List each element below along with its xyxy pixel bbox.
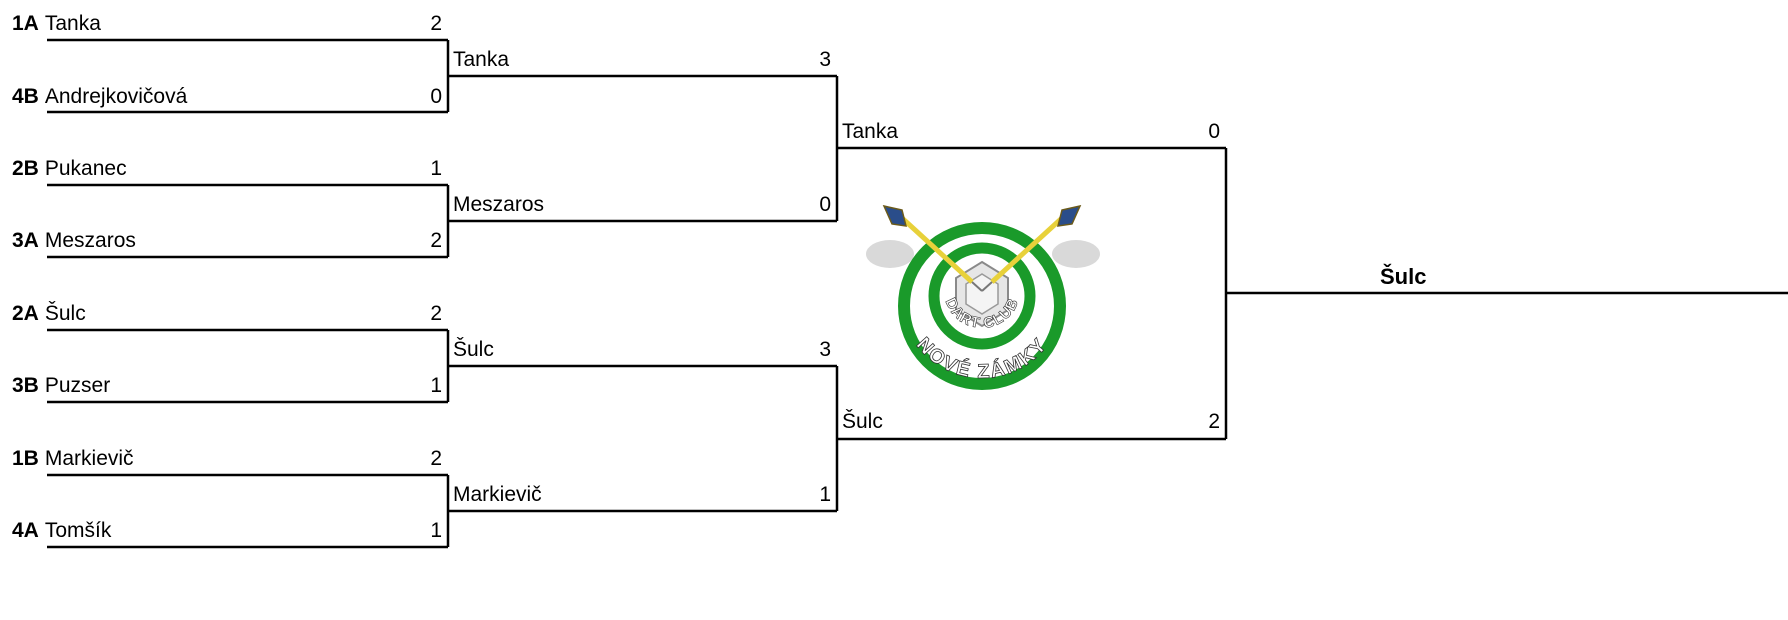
r3-score-2: 2 [1208, 410, 1220, 433]
r1-score-5: 2 [430, 302, 442, 325]
r2-name-4: Markievič [453, 483, 542, 506]
seed-label: 1B [12, 447, 39, 470]
r2-score-4: 1 [819, 483, 831, 506]
dart-club-logo: DART CLUB NOVÉ ZÁMKY [862, 196, 1102, 396]
player-name: Meszaros [44, 229, 136, 252]
player-name: Tomšík [44, 519, 112, 542]
logo-graphic: DART CLUB NOVÉ ZÁMKY [866, 204, 1100, 390]
player-name: Puzser [44, 374, 111, 397]
seed-label: 1A [12, 12, 39, 35]
r1-score-6: 1 [430, 374, 442, 397]
r1-score-7: 2 [430, 447, 442, 470]
player-name: Pukanec [44, 157, 127, 180]
r2-score-2: 0 [819, 193, 831, 216]
r1-score-3: 1 [430, 157, 442, 180]
seed-label: 4B [12, 85, 39, 108]
r2-name-3: Šulc [453, 338, 494, 361]
r3-name-1: Tanka [842, 120, 899, 143]
r2-name-2: Meszaros [453, 193, 545, 216]
r2-score-1: 3 [819, 48, 831, 71]
r2-name-1: Tanka [453, 48, 510, 71]
seed-label: 4A [12, 519, 39, 542]
r1-score-2: 0 [430, 85, 442, 108]
r1-score-1: 2 [430, 12, 442, 35]
seed-label: 3A [12, 229, 39, 252]
player-name: Andrejkovičová [44, 85, 188, 108]
player-name: Šulc [44, 302, 86, 325]
player-name: Tanka [44, 12, 101, 35]
seed-label: 2A [12, 302, 39, 325]
champion-name: Šulc [1380, 264, 1427, 289]
r2-score-3: 3 [819, 338, 831, 361]
r3-score-1: 0 [1208, 120, 1220, 143]
seed-label: 3B [12, 374, 39, 397]
player-name: Markievič [44, 447, 134, 470]
seed-label: 2B [12, 157, 39, 180]
r3-name-2: Šulc [842, 410, 883, 433]
r1-score-8: 1 [430, 519, 442, 542]
r1-score-4: 2 [430, 229, 442, 252]
